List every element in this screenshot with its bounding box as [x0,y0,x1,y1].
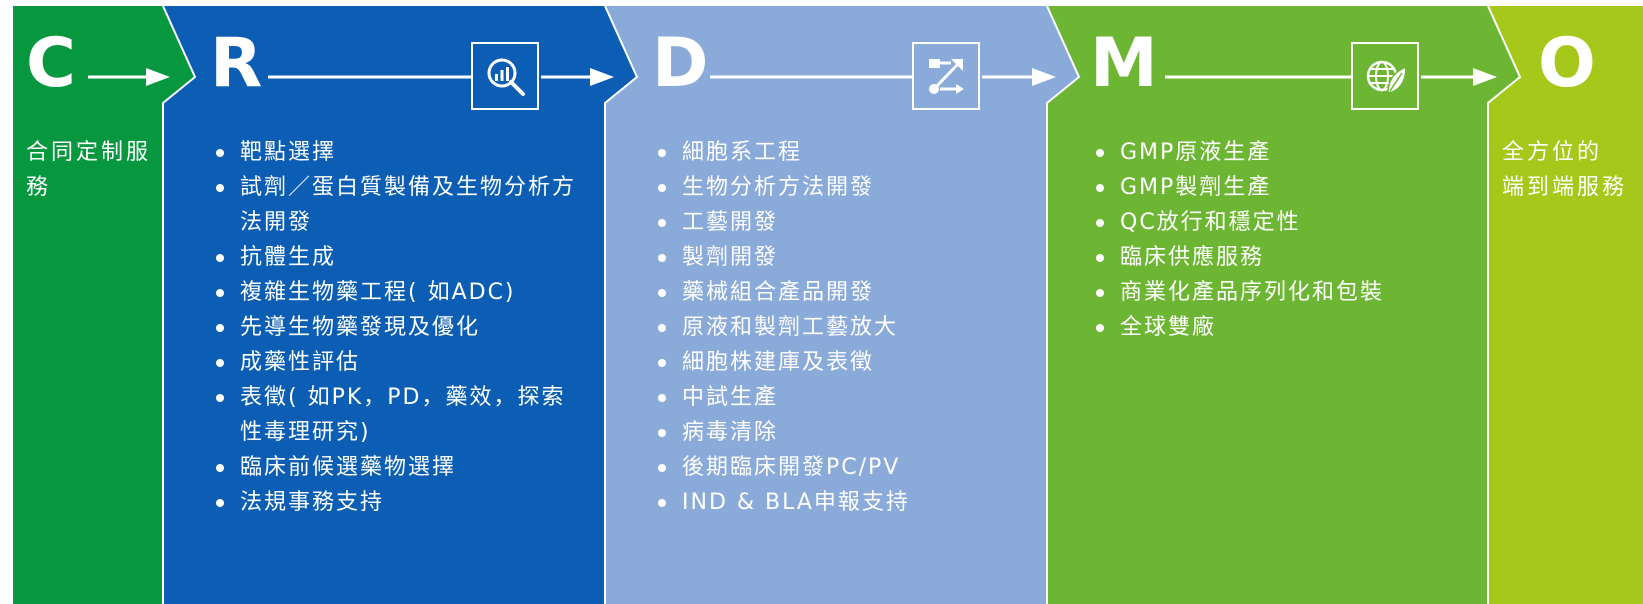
arrow-head-icon [590,68,614,86]
list-item: 工藝開發 [656,205,1031,240]
list-item: 商業化產品序列化和包裝 [1094,275,1474,310]
panel-m [1047,6,1520,604]
stage-c-description-line: 務 [26,175,52,200]
stage-o-description-line: 端到端服務 [1502,175,1628,200]
stage-letter-d: D [652,24,709,103]
list-item: 成藥性評估 [214,345,584,380]
stage-m-item-list: GMP原液生產 GMP製劑生產 QC放行和穩定性 臨床供應服務 商業化產品序列化… [1094,135,1474,345]
process-flow-icon [912,42,980,110]
list-item: 中試生產 [656,380,1031,415]
list-item: 試劑／蛋白質製備及生物分析方法開發 [214,170,584,240]
panel-r [163,6,637,604]
list-item: 表徵( 如PK，PD，藥效，探索性毒理研究) [214,380,584,450]
stage-d-item-list: 細胞系工程 生物分析方法開發 工藝開發 製劑開發 藥械組合產品開發 原液和製劑工… [656,135,1031,520]
list-item: 靶點選擇 [214,135,584,170]
list-item: 細胞系工程 [656,135,1031,170]
stage-letter-o: O [1538,24,1596,103]
list-item: 法規事務支持 [214,485,584,520]
stage-c-description-line: 合同定制服 [26,140,152,165]
stage-letter-c: C [26,24,76,103]
stage-o-description-line: 全方位的 [1502,140,1603,165]
list-item: 原液和製劑工藝放大 [656,310,1031,345]
stage-letter-r: R [210,24,263,103]
list-item: 製劑開發 [656,240,1031,275]
list-item: 複雜生物藥工程( 如ADC) [214,275,584,310]
research-magnifier-chart-icon [471,42,539,110]
arrow-head-icon [1032,68,1056,86]
separator-dm [1046,5,1081,604]
list-item: 後期臨床開發PC/PV [656,450,1031,485]
list-item: IND & BLA申報支持 [656,485,1031,520]
list-item: 抗體生成 [214,240,584,275]
list-item: 細胞株建庫及表徵 [656,345,1031,380]
stage-o-description: 全方位的 端到端服務 [1502,135,1627,205]
list-item: 生物分析方法開發 [656,170,1031,205]
list-item: 先導生物藥發現及優化 [214,310,584,345]
separator-mo [1487,5,1522,604]
list-item: GMP原液生產 [1094,135,1474,170]
list-item: 臨床前候選藥物選擇 [214,450,584,485]
panel-d [605,6,1079,604]
arrow-head-icon [146,68,170,86]
list-item: 病毒清除 [656,415,1031,450]
arrow-head-icon [1473,68,1497,86]
stage-r-item-list: 靶點選擇 試劑／蛋白質製備及生物分析方法開發 抗體生成 複雜生物藥工程( 如AD… [214,135,584,520]
separator-cr [162,5,197,604]
stage-letter-m: M [1090,24,1158,103]
list-item: 全球雙廠 [1094,310,1474,345]
list-item: 藥械組合產品開發 [656,275,1031,310]
list-item: 臨床供應服務 [1094,240,1474,275]
stage-c-description: 合同定制服 務 [26,135,151,205]
separator-rd [604,5,639,604]
panel-o [1488,6,1643,604]
list-item: QC放行和穩定性 [1094,205,1474,240]
globe-leaf-icon [1351,42,1419,110]
list-item: GMP製劑生產 [1094,170,1474,205]
panel-c [13,6,195,604]
